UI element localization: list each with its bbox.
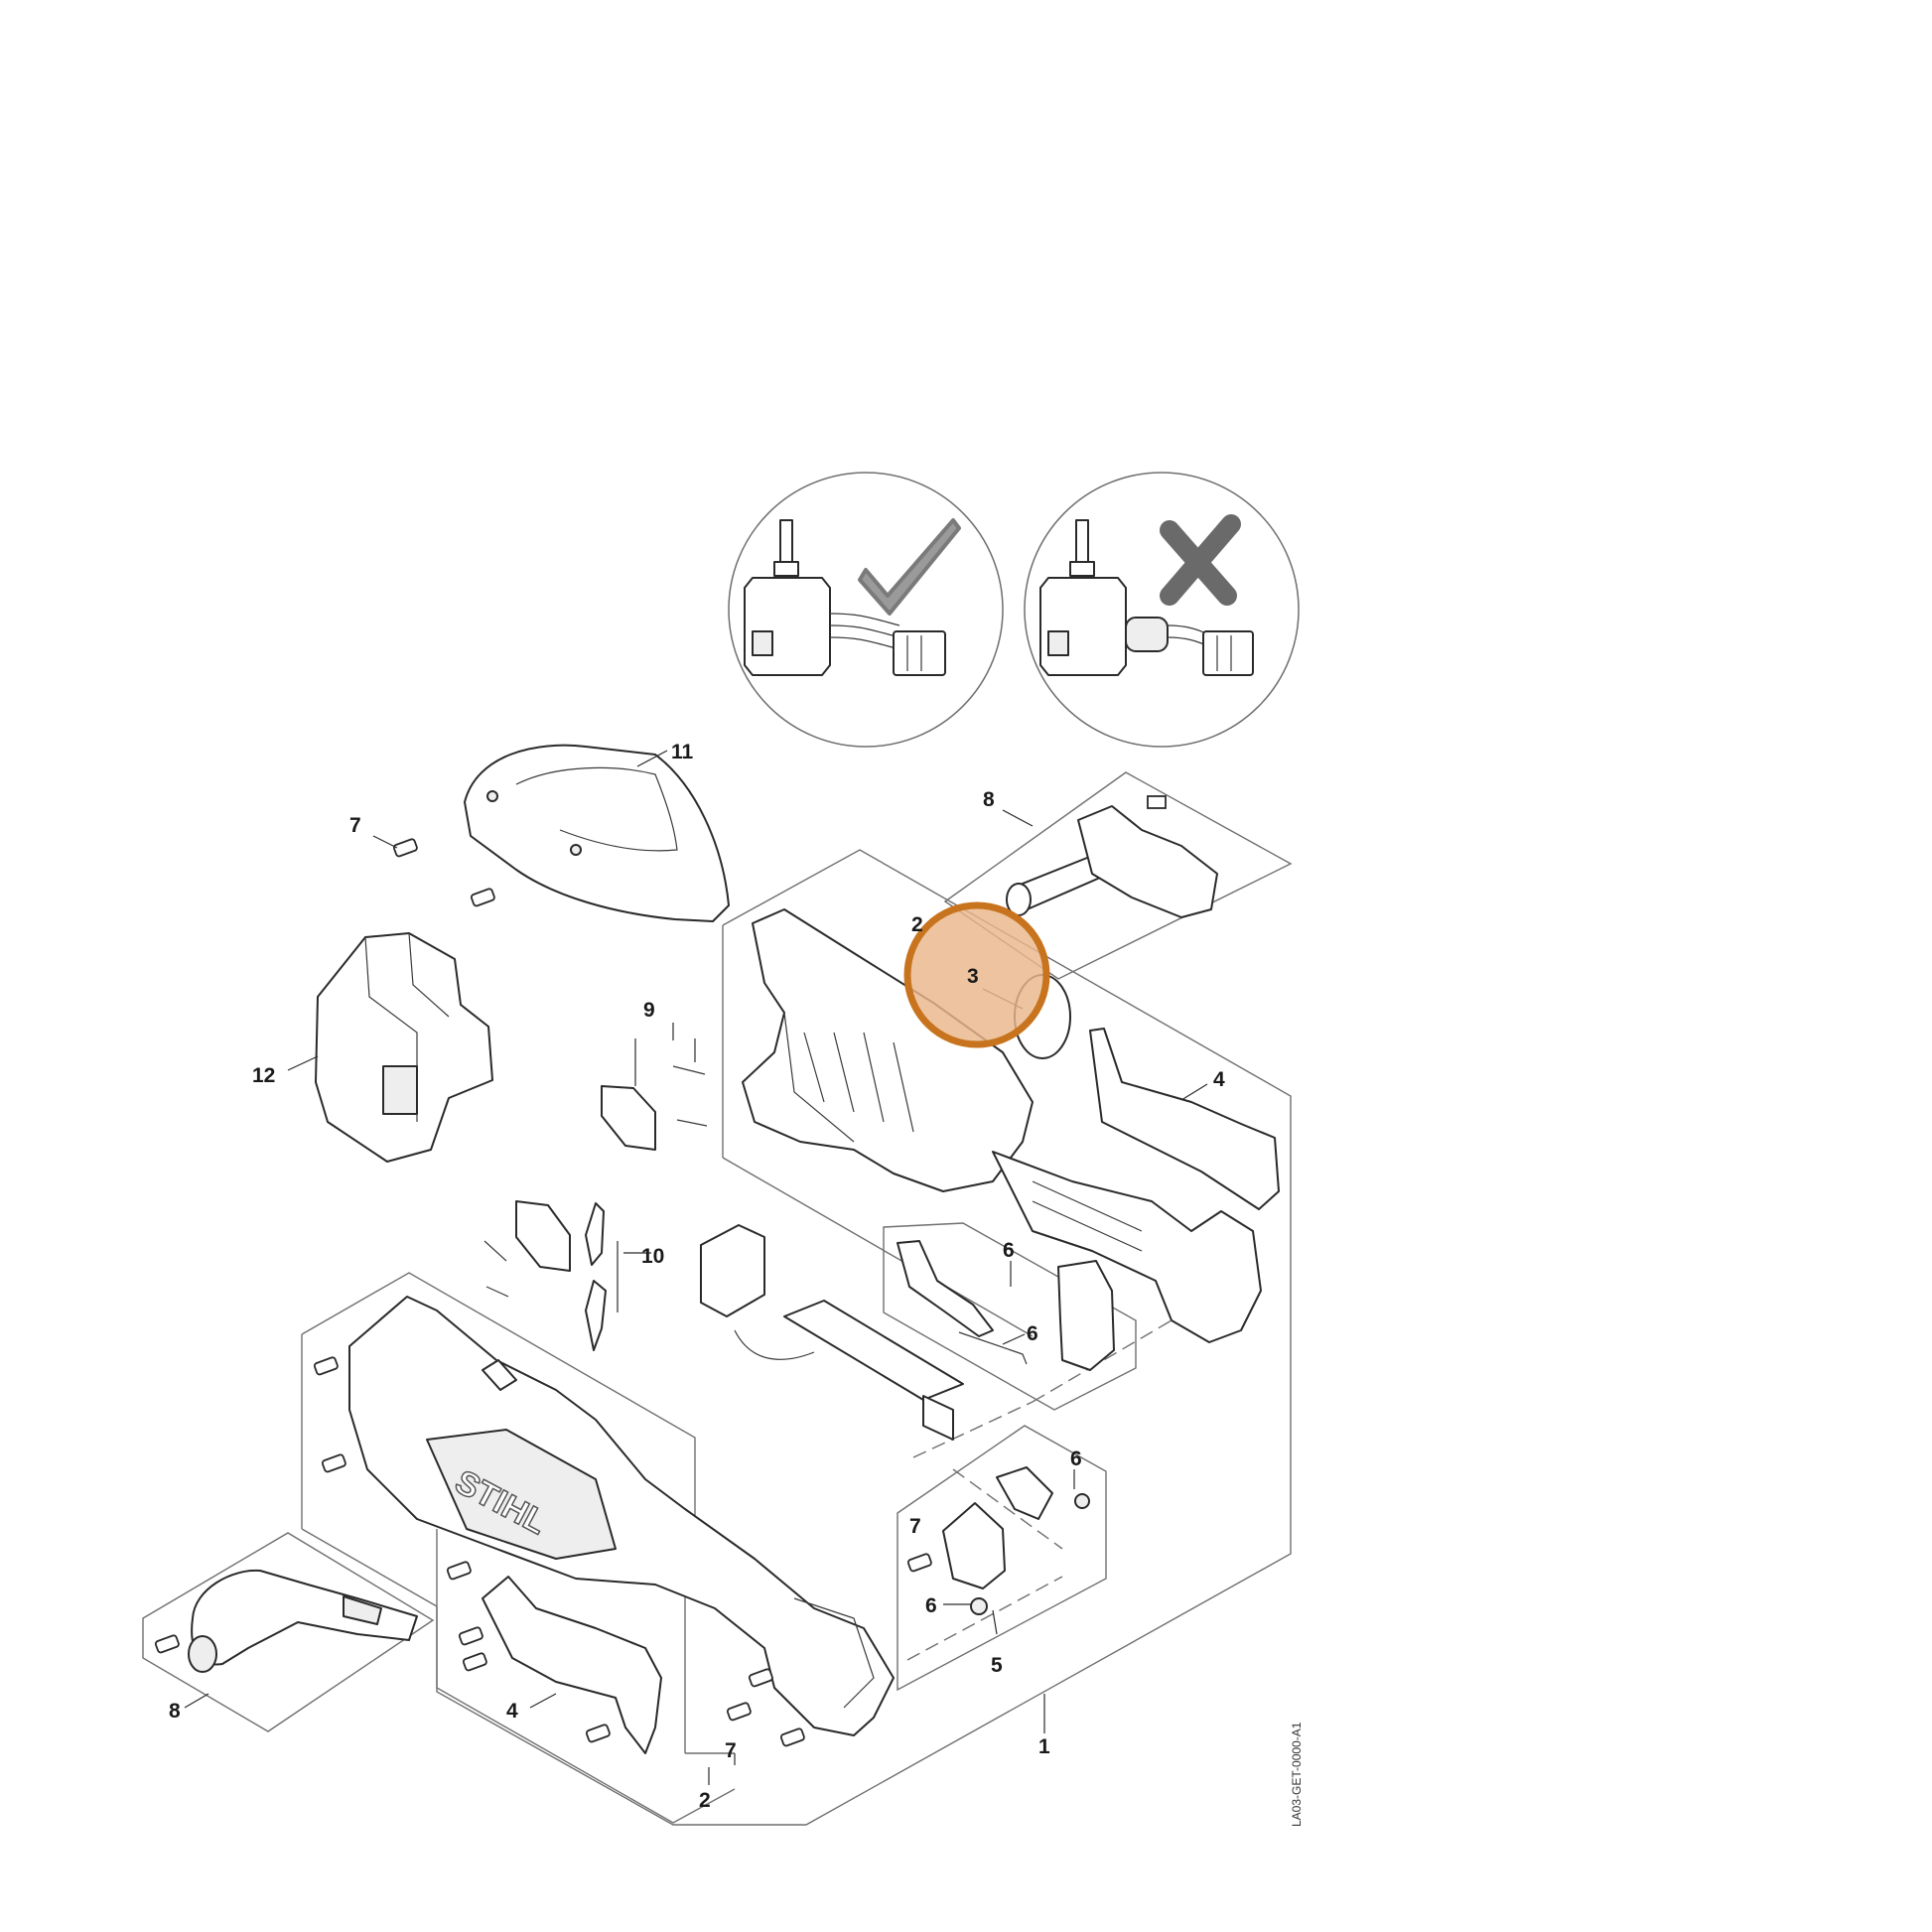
screws	[154, 838, 932, 1747]
switch-component-drawing	[1039, 519, 1254, 676]
callout-3[interactable]: 3	[967, 965, 979, 988]
callout-8-top[interactable]: 8	[983, 788, 995, 811]
callout-labels: 11 7 8 2 3 9 12 4 10 6 6 6 7 6 5 1 4 8 7…	[169, 741, 1225, 1812]
part-handle-assembly	[992, 1151, 1262, 1343]
drawing-id: LA03-GET-0000-A1	[1290, 1722, 1304, 1827]
callout-1[interactable]: 1	[1038, 1735, 1050, 1758]
part-rear-housing	[315, 932, 493, 1163]
cross-icon	[1160, 514, 1241, 606]
callout-6-a[interactable]: 6	[1003, 1239, 1015, 1262]
inset-correct-assembly	[728, 472, 1004, 748]
switch-component-drawing	[744, 519, 946, 676]
part-handle-half-bottom	[482, 1576, 662, 1754]
assembly-frame-1	[436, 849, 1292, 1826]
part-top-cover	[464, 744, 730, 922]
part-handle-half-right	[1089, 1028, 1280, 1210]
callout-2-bottom[interactable]: 2	[699, 1789, 711, 1812]
callout-8-left[interactable]: 8	[169, 1700, 181, 1723]
callout-11[interactable]: 11	[671, 741, 694, 763]
callout-4-bottom[interactable]: 4	[506, 1700, 518, 1723]
callout-5[interactable]: 5	[991, 1654, 1003, 1677]
assembly-frame-4-bottom	[436, 1606, 736, 1824]
highlight-ring-part-3[interactable]	[903, 901, 1050, 1048]
callout-12[interactable]: 12	[252, 1064, 275, 1087]
callout-7-bottom[interactable]: 7	[725, 1739, 737, 1762]
callout-7-mid[interactable]: 7	[909, 1515, 921, 1538]
leader-lines	[184, 750, 1208, 1785]
callout-6-c[interactable]: 6	[1070, 1448, 1082, 1470]
callout-2-mid[interactable]: 2	[911, 913, 923, 936]
assembly-frame-2	[301, 1272, 735, 1754]
callout-9[interactable]: 9	[643, 999, 655, 1022]
callout-7-top[interactable]: 7	[349, 814, 361, 837]
assembly-frame-6-upper	[883, 1222, 1137, 1411]
part-circuit-board-and-rod	[700, 1224, 964, 1441]
checkmark-icon	[858, 518, 961, 616]
part-lower-housing: STIHL	[348, 1296, 895, 1736]
part-switch-plate	[601, 1065, 708, 1151]
callout-6-d[interactable]: 6	[925, 1594, 937, 1617]
part-trigger-lever	[897, 1240, 1115, 1371]
callout-6-b[interactable]: 6	[1027, 1322, 1038, 1345]
assembly-frame-6-lower	[897, 1425, 1107, 1692]
callout-10[interactable]: 10	[641, 1245, 664, 1268]
assembly-frame-8-left	[142, 1532, 435, 1732]
part-grip	[188, 1569, 418, 1673]
part-latch-components	[483, 1200, 607, 1351]
inset-incorrect-assembly	[1024, 472, 1300, 748]
part-motor-switch-unit	[1006, 795, 1218, 918]
assembly-dashed-links	[906, 1319, 1173, 1661]
callout-4-right[interactable]: 4	[1213, 1068, 1225, 1091]
part-guard-and-spring	[942, 1466, 1090, 1615]
